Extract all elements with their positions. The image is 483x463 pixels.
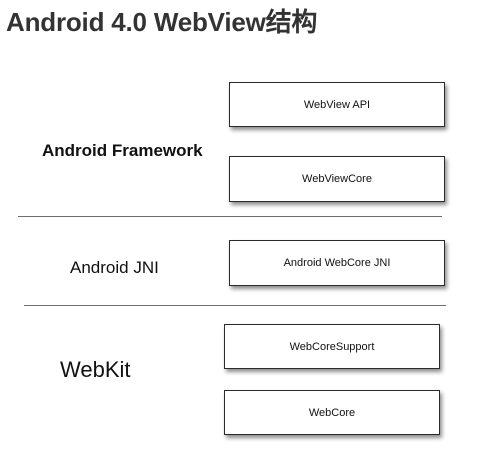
webview-api-box: WebView API — [229, 82, 445, 127]
jni-layer-label: Android JNI — [70, 258, 159, 277]
webkit-layer-label: WebKit — [60, 357, 131, 382]
webcore-jni-box: Android WebCore JNI — [229, 240, 445, 286]
framework-layer-label: Android Framework — [42, 141, 203, 160]
webcore-box: WebCore — [224, 390, 440, 435]
webcoresupport-box: WebCoreSupport — [224, 324, 440, 369]
layer-divider — [24, 305, 446, 306]
webviewcore-box: WebViewCore — [229, 156, 445, 202]
layer-divider — [18, 216, 442, 217]
page-title: Android 4.0 WebView结构 — [6, 7, 318, 37]
